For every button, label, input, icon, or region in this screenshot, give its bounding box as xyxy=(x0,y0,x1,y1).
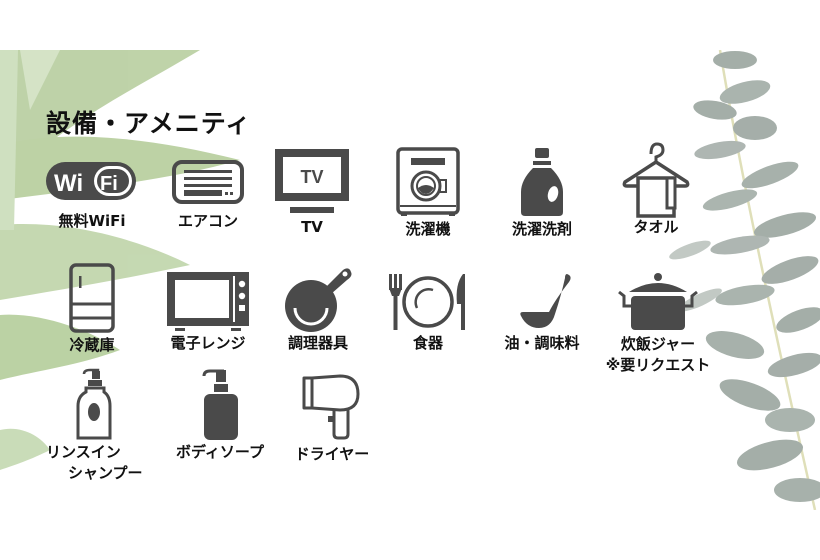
amenity-note: ※要リクエスト xyxy=(605,356,711,374)
amenity-rinse-shampoo: リンスイン シャンプー xyxy=(34,368,154,484)
tv-icon: TV xyxy=(275,149,349,213)
amenity-wifi: Wi Fi 無料WiFi xyxy=(32,158,152,231)
pot-icon xyxy=(618,273,698,330)
amenity-rice-cooker: 炊飯ジャー ※要リクエスト xyxy=(598,270,718,376)
amenity-seasoning: 油・調味料 xyxy=(482,270,602,353)
amenity-cookware: 調理器具 xyxy=(258,264,378,353)
leaf-background xyxy=(0,50,820,510)
amenity-label: 食器 xyxy=(412,334,443,352)
amenity-label: 洗濯洗剤 xyxy=(511,220,572,238)
amenity-label: ボディソープ xyxy=(175,443,265,461)
amenity-label: TV xyxy=(301,218,323,236)
detergent-bottle-icon xyxy=(521,148,563,216)
pump-bottle-icon xyxy=(202,369,238,440)
amenity-label: 電子レンジ xyxy=(170,334,246,352)
air-conditioner-icon xyxy=(172,160,244,204)
amenity-label: エアコン xyxy=(177,212,238,230)
frying-pan-icon xyxy=(285,268,352,332)
amenity-label: 洗濯機 xyxy=(405,220,451,238)
svg-text:Fi: Fi xyxy=(100,173,118,195)
refrigerator-icon xyxy=(69,263,115,333)
amenity-label: 油・調味料 xyxy=(504,334,580,352)
svg-text:Wi: Wi xyxy=(54,170,83,197)
amenity-label: リンスイン xyxy=(46,443,121,461)
amenity-aircon: エアコン xyxy=(148,158,268,231)
amenities-panel: 設備・アメニティ Wi Fi 無料WiFi エアコン TV xyxy=(0,50,820,510)
amenity-microwave: 電子レンジ xyxy=(148,270,268,353)
amenity-label: タオル xyxy=(633,218,679,236)
plate-cutlery-icon xyxy=(389,274,465,330)
amenity-dryer: ドライヤー xyxy=(272,372,392,465)
hair-dryer-icon xyxy=(302,374,360,440)
amenity-label: 冷蔵庫 xyxy=(69,336,115,354)
wifi-icon: Wi Fi xyxy=(46,162,136,200)
amenity-tableware: 食器 xyxy=(368,270,488,353)
right-eucalyptus-icon xyxy=(669,50,820,510)
svg-text:TV: TV xyxy=(300,167,323,187)
microwave-icon xyxy=(167,272,249,331)
amenity-towel: タオル xyxy=(596,140,716,237)
amenity-detergent: 洗濯洗剤 xyxy=(482,146,602,239)
amenity-label: ドライヤー xyxy=(294,445,370,463)
amenity-tv: TV TV xyxy=(252,146,372,237)
shampoo-bottle-icon xyxy=(76,368,112,440)
amenity-body-soap: ボディソープ xyxy=(160,368,280,463)
amenity-label: 無料WiFi xyxy=(58,212,126,230)
amenity-washing-machine: 洗濯機 xyxy=(368,146,488,239)
amenity-label: 炊飯ジャー xyxy=(620,335,696,353)
towel-hanger-icon xyxy=(622,142,690,218)
ladle-icon xyxy=(520,274,571,328)
page-title: 設備・アメニティ xyxy=(46,109,252,138)
amenity-fridge: 冷蔵庫 xyxy=(32,262,152,355)
amenity-label-line2: シャンプー xyxy=(68,464,143,482)
amenity-label: 調理器具 xyxy=(287,334,348,352)
washing-machine-icon xyxy=(396,147,460,216)
